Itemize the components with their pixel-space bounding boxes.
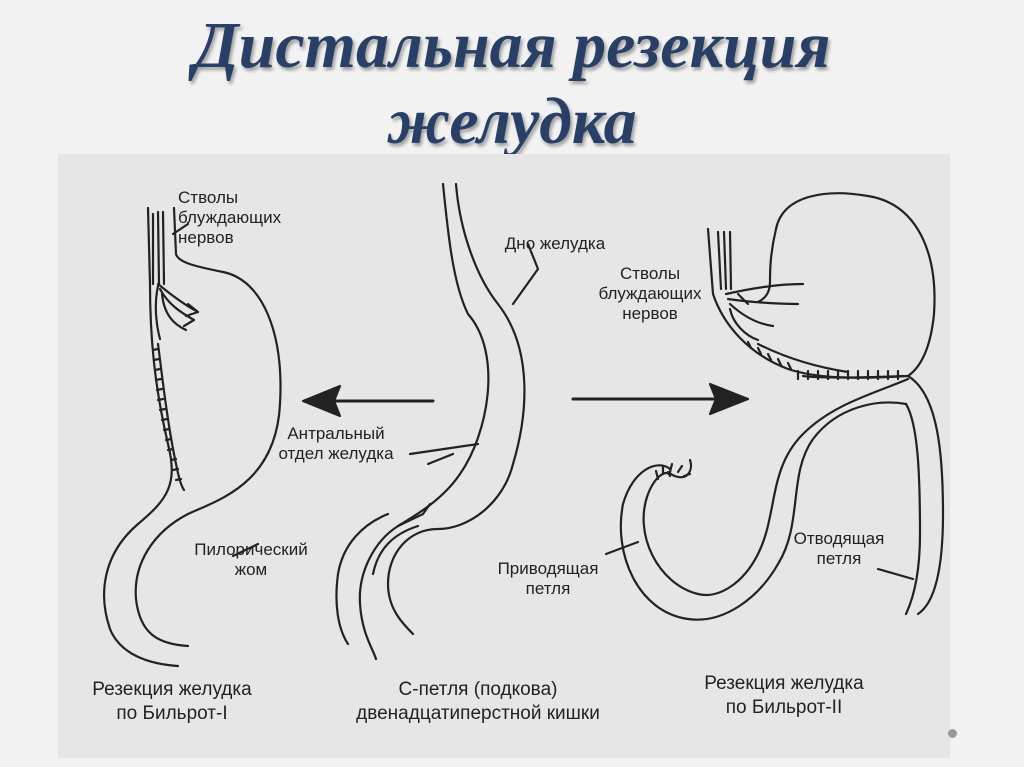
caption-billroth2: Резекция желудка по Бильрот-II xyxy=(684,672,884,720)
leader-vagus-left xyxy=(171,222,190,236)
caption-duodenum-line-1: С-петля (подкова) xyxy=(398,679,558,700)
leader-pylorus xyxy=(231,542,260,558)
label-pylorus: Пилорический жом xyxy=(176,540,326,580)
title-line-2: желудка xyxy=(387,85,637,158)
label-afferent: Приводящая петля xyxy=(488,559,608,599)
diagram-figure: Стволы блуждающих нервов Дно желудка Ств… xyxy=(58,154,950,758)
normal-stomach xyxy=(335,182,540,661)
label-afferent-line-1: Приводящая xyxy=(497,559,599,578)
caption-billroth1-line-2: по Бильрот-I xyxy=(116,703,228,724)
caption-billroth2-line-2: по Бильрот-II xyxy=(725,697,843,718)
billroth2-stomach xyxy=(604,192,945,621)
label-fundus: Дно желудка xyxy=(490,234,620,254)
arrow-left xyxy=(301,384,435,418)
label-vagus-left-line-2: блуждающих xyxy=(178,208,282,227)
label-efferent-line-1: Отводящая xyxy=(793,529,885,548)
label-vagus-left: Стволы блуждающих нервов xyxy=(178,188,328,248)
leader-antrum xyxy=(426,452,455,466)
label-afferent-line-2: петля xyxy=(525,579,571,598)
slide-title: Дистальная резекция желудка xyxy=(0,8,1024,160)
label-vagus-right-line-2: блуждающих xyxy=(598,284,702,303)
label-antrum-line-2: отдел желудка xyxy=(278,444,394,463)
label-efferent: Отводящая петля xyxy=(784,529,894,569)
billroth1-stomach xyxy=(103,206,282,668)
label-vagus-right: Стволы блуждающих нервов xyxy=(590,264,710,324)
caption-billroth2-line-1: Резекция желудка xyxy=(704,673,864,694)
slide-bullet-dot xyxy=(948,729,957,738)
caption-billroth1-line-1: Резекция желудка xyxy=(92,679,252,700)
title-line-1: Дистальная резекция xyxy=(193,9,831,82)
diagram-drawing xyxy=(103,182,945,668)
label-efferent-line-2: петля xyxy=(816,549,862,568)
label-antrum: Антральный отдел желудка xyxy=(266,424,406,464)
label-antrum-line-1: Антральный xyxy=(287,424,385,443)
label-vagus-right-line-1: Стволы xyxy=(619,264,681,283)
label-vagus-left-line-1: Стволы xyxy=(178,188,239,207)
label-vagus-left-line-3: нервов xyxy=(178,228,234,247)
label-pylorus-line-2: жом xyxy=(234,560,268,579)
label-vagus-right-line-3: нервов xyxy=(622,304,678,323)
arrow-right xyxy=(571,382,750,416)
caption-duodenum-line-2: двенадцатиперстной кишки xyxy=(356,703,600,724)
caption-duodenum: С-петля (подкова) двенадцатиперстной киш… xyxy=(328,678,628,726)
label-fundus-text: Дно желудка xyxy=(504,234,606,253)
label-pylorus-line-1: Пилорический xyxy=(194,540,308,559)
caption-billroth1: Резекция желудка по Бильрот-I xyxy=(72,678,272,726)
